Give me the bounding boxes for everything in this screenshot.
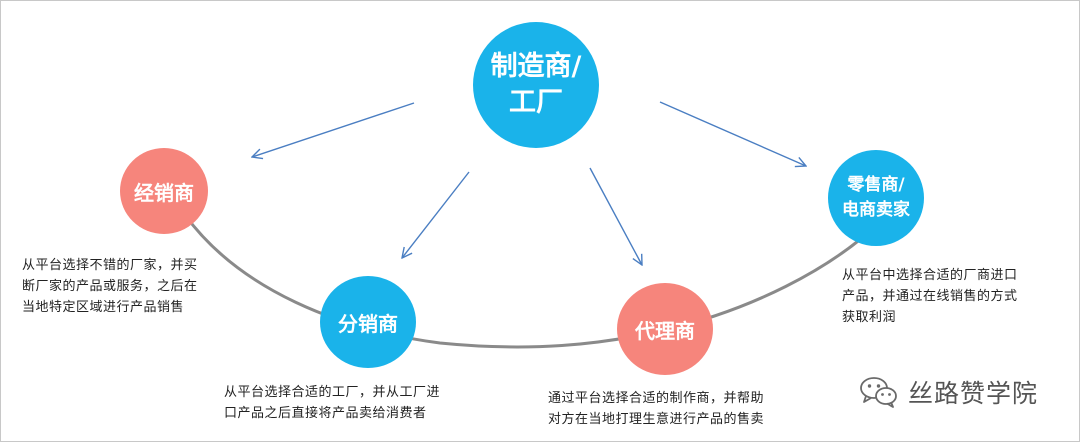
dealer-node: 经销商 xyxy=(120,148,208,234)
agent-node: 代理商 xyxy=(617,283,713,375)
arrow-to-agent xyxy=(589,167,642,265)
manufacturer-node: 制造商/ 工厂 xyxy=(473,22,599,148)
distributor-description: 从平台选择合适的工厂，并从工厂进 口产品之后直接将产品卖给消费者 xyxy=(224,385,441,421)
channel-arc xyxy=(183,214,882,349)
manufacturer-label: 制造商/ 工厂 xyxy=(490,51,582,118)
retailer-node: 零售商/ 电商卖家 xyxy=(828,150,924,246)
distributor-label: 分销商 xyxy=(338,311,398,336)
arrow-to-retailer xyxy=(659,101,806,166)
wechat-icon xyxy=(860,377,897,408)
dealer-description: 从平台选择不错的厂家，并买 断厂家的产品或服务，之后在 当地特定区域进行产品销售 xyxy=(22,258,198,315)
distributor-node: 分销商 xyxy=(320,276,416,368)
retailer-description: 从平台中选择合适的厂商进口 产品，并通过在线销售的方式 获取利润 xyxy=(842,268,1018,325)
agent-label: 代理商 xyxy=(635,318,695,343)
agent-description: 通过平台选择合适的制作商，并帮助 对方在当地打理生意进行产品的售卖 xyxy=(548,391,765,427)
arrow-to-distributor xyxy=(402,171,470,258)
retailer-label: 零售商/ 电商卖家 xyxy=(842,175,910,220)
arrow-to-dealer xyxy=(252,102,415,157)
dealer-label: 经销商 xyxy=(134,180,194,205)
watermark: 丝路赞学院 xyxy=(858,374,1038,410)
watermark-text: 丝路赞学院 xyxy=(908,379,1039,408)
